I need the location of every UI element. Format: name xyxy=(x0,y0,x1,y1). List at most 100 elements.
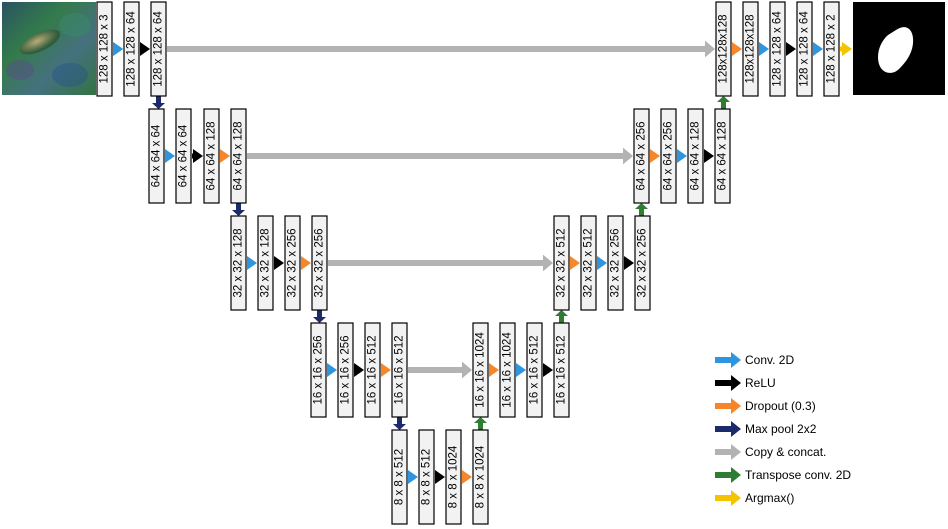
block-label: 64 x 64 x 128 xyxy=(206,121,218,190)
dropout-arrow xyxy=(489,363,499,377)
block-label: 16 x 16 x 256 xyxy=(340,335,352,404)
copy-arrow xyxy=(408,361,472,379)
feature-block xyxy=(175,108,192,204)
relu-arrow xyxy=(140,42,150,56)
block-label: 64 x 64 x 256 xyxy=(663,121,675,190)
legend-arrow-icon xyxy=(715,375,741,391)
copy-arrow xyxy=(167,40,715,58)
block-label: 64 x 64 x 128 xyxy=(717,121,729,190)
transpose-arrow xyxy=(474,417,487,430)
conv-arrow xyxy=(408,470,418,484)
transpose-arrow xyxy=(717,96,730,109)
relu-arrow xyxy=(354,363,364,377)
dropout-arrow xyxy=(570,256,580,270)
block-label: 16 x 16 x 512 xyxy=(367,335,379,404)
legend-item: ReLU xyxy=(715,375,776,391)
maxpool-arrow xyxy=(232,203,245,216)
legend-label: Argmax() xyxy=(745,491,794,505)
block-label: 32 x 32 x 256 xyxy=(287,228,299,297)
copy-arrow xyxy=(328,254,553,272)
block-label: 128 x 128 x 64 xyxy=(153,11,165,87)
block-label: 128x128x128 xyxy=(745,14,757,83)
block-label: 128 x 128 x 64 xyxy=(772,11,784,87)
feature-block xyxy=(633,108,650,204)
conv-arrow xyxy=(165,149,175,163)
block-label: 32 x 32 x 256 xyxy=(610,228,622,297)
block-label: 32 x 32 x 128 xyxy=(233,228,245,297)
legend-label: ReLU xyxy=(745,376,776,390)
legend-label: Conv. 2D xyxy=(745,353,794,367)
legend-item: Transpose conv. 2D xyxy=(715,467,851,483)
block-label: 8 x 8 x 1024 xyxy=(475,445,487,508)
block-label: 16 x 16 x 256 xyxy=(313,335,325,404)
feature-block xyxy=(148,108,165,204)
feature-block xyxy=(230,215,247,311)
feature-block xyxy=(607,215,624,311)
block-label: 8 x 8 x 512 xyxy=(394,449,406,505)
feature-block xyxy=(445,429,462,525)
feature-block xyxy=(472,322,489,418)
conv-arrow xyxy=(597,256,607,270)
legend-item: Conv. 2D xyxy=(715,352,794,368)
legend-item: Copy & concat. xyxy=(715,444,826,460)
conv-arrow xyxy=(113,42,123,56)
feature-block xyxy=(284,215,301,311)
feature-block xyxy=(660,108,677,204)
feature-block xyxy=(742,1,759,97)
block-label: 128 x 128 x 3 xyxy=(99,14,111,83)
relu-arrow xyxy=(543,363,553,377)
relu-arrow xyxy=(624,256,634,270)
block-label: 16 x 16 x 512 xyxy=(529,335,541,404)
legend-label: Max pool 2x2 xyxy=(745,422,817,436)
feature-block xyxy=(553,322,570,418)
legend-label: Transpose conv. 2D xyxy=(745,468,851,482)
conv-arrow xyxy=(327,363,337,377)
feature-block xyxy=(769,1,786,97)
block-label: 128 x 128 x 64 xyxy=(799,11,811,87)
block-label: 32 x 32 x 256 xyxy=(637,228,649,297)
block-label: 32 x 32 x 512 xyxy=(583,228,595,297)
feature-block xyxy=(364,322,381,418)
block-label: 32 x 32 x 128 xyxy=(260,228,272,297)
transpose-arrow xyxy=(555,310,568,323)
legend-arrow-icon xyxy=(715,398,741,414)
feature-block xyxy=(337,322,354,418)
conv-arrow xyxy=(247,256,257,270)
feature-block xyxy=(499,322,516,418)
feature-block xyxy=(96,1,113,97)
legend-label: Dropout (0.3) xyxy=(745,399,816,413)
feature-block xyxy=(418,429,435,525)
feature-block xyxy=(203,108,220,204)
dropout-arrow xyxy=(301,256,311,270)
output-mask-image xyxy=(853,2,945,95)
arrow-layer xyxy=(113,40,852,484)
conv-arrow xyxy=(516,363,526,377)
dropout-arrow xyxy=(462,470,472,484)
block-label: 64 x 64 x 64 xyxy=(178,124,190,187)
block-label: 128 x 128 x 64 xyxy=(126,11,138,87)
feature-block xyxy=(391,322,408,418)
legend-arrow-icon xyxy=(715,421,741,437)
block-label: 8 x 8 x 1024 xyxy=(448,445,460,508)
feature-block xyxy=(715,1,732,97)
dropout-arrow xyxy=(381,363,391,377)
block-label: 16 x 16 x 1024 xyxy=(502,332,514,408)
transpose-arrow xyxy=(635,203,648,216)
feature-block xyxy=(230,108,247,204)
feature-block xyxy=(526,322,543,418)
feature-block xyxy=(391,429,408,525)
maxpool-arrow xyxy=(393,417,406,430)
feature-block xyxy=(580,215,597,311)
block-label: 32 x 32 x 256 xyxy=(314,228,326,297)
legend-item: Argmax() xyxy=(715,490,794,506)
legend-label: Copy & concat. xyxy=(745,445,826,459)
feature-block xyxy=(634,215,651,311)
legend-arrow-icon xyxy=(715,352,741,368)
feature-block xyxy=(553,215,570,311)
block-label: 64 x 64 x 128 xyxy=(233,121,245,190)
feature-block xyxy=(714,108,731,204)
feature-block xyxy=(310,322,327,418)
feature-block xyxy=(472,429,489,525)
legend-item: Max pool 2x2 xyxy=(715,421,817,437)
